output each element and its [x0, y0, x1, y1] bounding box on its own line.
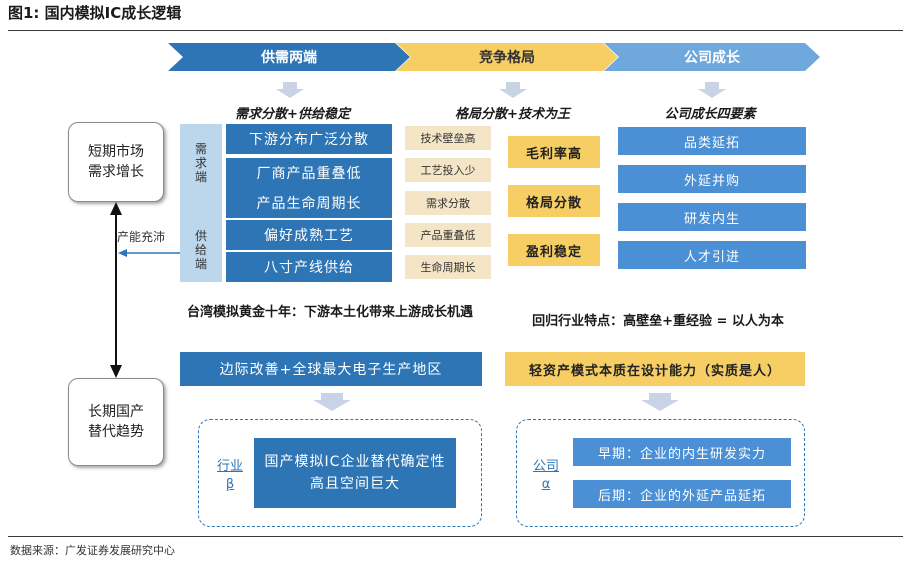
competition-factor: 产品重叠低 [405, 223, 491, 247]
down-arrows-top [276, 82, 726, 98]
industry-bar: 轻资产模式本质在设计能力（实质是人） [505, 352, 805, 386]
left-arrow-icon [118, 249, 127, 257]
growth-element: 品类延拓 [618, 127, 806, 155]
long-term-box: 长期国产 替代趋势 [68, 378, 164, 466]
taiwan-heading: 台湾模拟黄金十年：下游本土化带来上游成长机遇 [186, 305, 473, 320]
source-note: 数据来源：广发证券发展研究中心 [10, 544, 175, 557]
up-arrow-icon [110, 202, 122, 215]
header-chevrons [168, 43, 820, 71]
chevron-label-supply-demand: 供需两端 [261, 50, 317, 66]
short-term-box: 短期市场 需求增长 [68, 122, 164, 202]
down-arrow-icon [641, 393, 679, 411]
alpha-symbol: α [541, 477, 551, 492]
demand-item: 产品生命周期长 [226, 188, 392, 218]
growth-element: 人才引进 [618, 241, 806, 269]
figure-title: 图1: 国内模拟IC成长逻辑 [8, 4, 182, 22]
chevron-supply-demand [168, 43, 410, 71]
competition-factor: 技术壁垒高 [405, 126, 491, 150]
chevron-label-growth: 公司成长 [684, 50, 740, 66]
demand-item: 厂商产品重叠低 [226, 158, 392, 188]
down-arrow-icon [499, 82, 527, 98]
industry-heading: 回归行业特点：高壁垒+重经验 = 以人为本 [532, 314, 784, 329]
chevron-growth [604, 43, 820, 71]
alpha-panel [516, 419, 805, 527]
footer-rule [8, 536, 903, 537]
down-arrow-icon [276, 82, 304, 98]
section-title-supply-demand: 需求分散+供给稳定 [235, 107, 350, 122]
competition-factor: 工艺投入少 [405, 158, 491, 182]
competition-result: 盈利稳定 [508, 234, 600, 266]
alpha-early-box: 早期：企业的内生研发实力 [573, 438, 791, 466]
connector-arrows [110, 202, 180, 378]
down-arrow-icon [110, 365, 122, 378]
alpha-label: 公司 α [526, 458, 566, 494]
competition-result: 格局分散 [508, 185, 600, 217]
beta-label-top: 行业 [216, 459, 243, 474]
alpha-label-top: 公司 [532, 459, 559, 474]
demand-item: 下游分布广泛分散 [226, 124, 392, 154]
demand-side-label: 需求端 [194, 142, 207, 184]
supply-item: 八寸产线供给 [226, 252, 392, 282]
beta-panel [198, 419, 482, 527]
demand-supply-panel [180, 124, 222, 282]
down-arrow-icon [313, 393, 351, 411]
long-term-text: 长期国产 替代趋势 [88, 404, 144, 440]
chevron-label-competition: 竞争格局 [479, 50, 535, 66]
competition-factor: 需求分散 [405, 191, 491, 215]
beta-symbol: β [225, 477, 235, 492]
down-arrow-icon [698, 82, 726, 98]
taiwan-bar: 边际改善+全球最大电子生产地区 [180, 352, 482, 386]
beta-label: 行业 β [210, 458, 250, 494]
growth-element: 外延并购 [618, 165, 806, 193]
competition-result: 毛利率高 [508, 136, 600, 168]
down-arrows-bottom [313, 393, 679, 411]
chevron-competition [396, 43, 618, 71]
supply-side-label: 供给端 [194, 229, 207, 271]
short-term-text: 短期市场 需求增长 [88, 144, 144, 180]
section-title-growth: 公司成长四要素 [664, 107, 756, 122]
supply-item: 偏好成熟工艺 [226, 220, 392, 250]
growth-element: 研发内生 [618, 203, 806, 231]
beta-box: 国产模拟IC企业替代确定性高且空间巨大 [254, 438, 456, 508]
alpha-late-box: 后期：企业的外延产品延拓 [573, 480, 791, 508]
capacity-label: 产能充沛 [117, 230, 166, 244]
competition-factor: 生命周期长 [405, 255, 491, 279]
title-rule [8, 30, 903, 31]
section-title-competition: 格局分散+技术为王 [455, 107, 570, 122]
